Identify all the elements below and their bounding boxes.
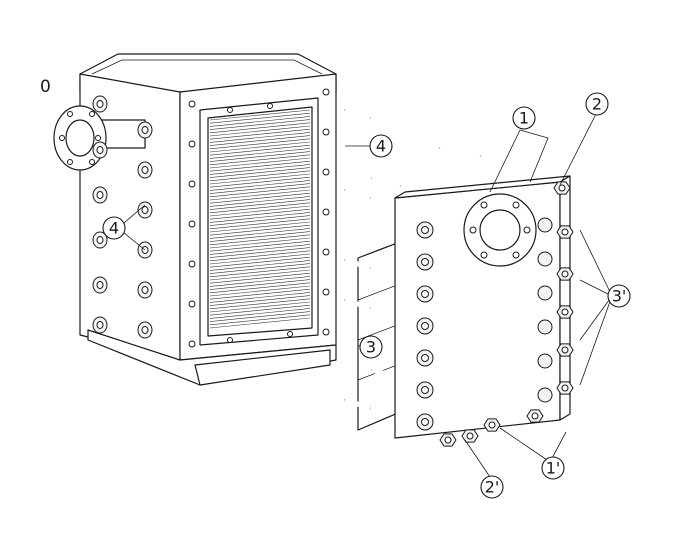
svg-text:3': 3' [612, 287, 627, 306]
cover-bolts [416, 217, 553, 431]
tie-rods [344, 107, 481, 411]
left-end-bolts [92, 95, 153, 339]
callout-2: 2 [585, 92, 609, 116]
frame-bolts [188, 88, 330, 348]
callout-3-prime: 3' [607, 284, 631, 308]
outlet-flange [463, 193, 537, 267]
hex-nuts [439, 181, 574, 447]
callout-4-top: 4 [369, 134, 393, 158]
svg-text:1': 1' [546, 459, 561, 478]
figure-label: 0 [40, 77, 51, 97]
inlet-flange [53, 105, 146, 171]
svg-text:4: 4 [376, 137, 386, 156]
callout-1: 1 [512, 106, 536, 130]
svg-text:3: 3 [366, 338, 376, 357]
callout-2-prime: 2' [480, 475, 504, 499]
callout-4-left: 4 [102, 216, 126, 240]
fin-pack [209, 109, 311, 329]
svg-text:1: 1 [519, 109, 529, 128]
svg-text:2: 2 [592, 95, 602, 114]
callout-3: 3 [359, 335, 383, 359]
callout-1-prime: 1' [541, 456, 565, 480]
svg-text:2': 2' [485, 478, 500, 497]
svg-text:4: 4 [109, 219, 119, 238]
